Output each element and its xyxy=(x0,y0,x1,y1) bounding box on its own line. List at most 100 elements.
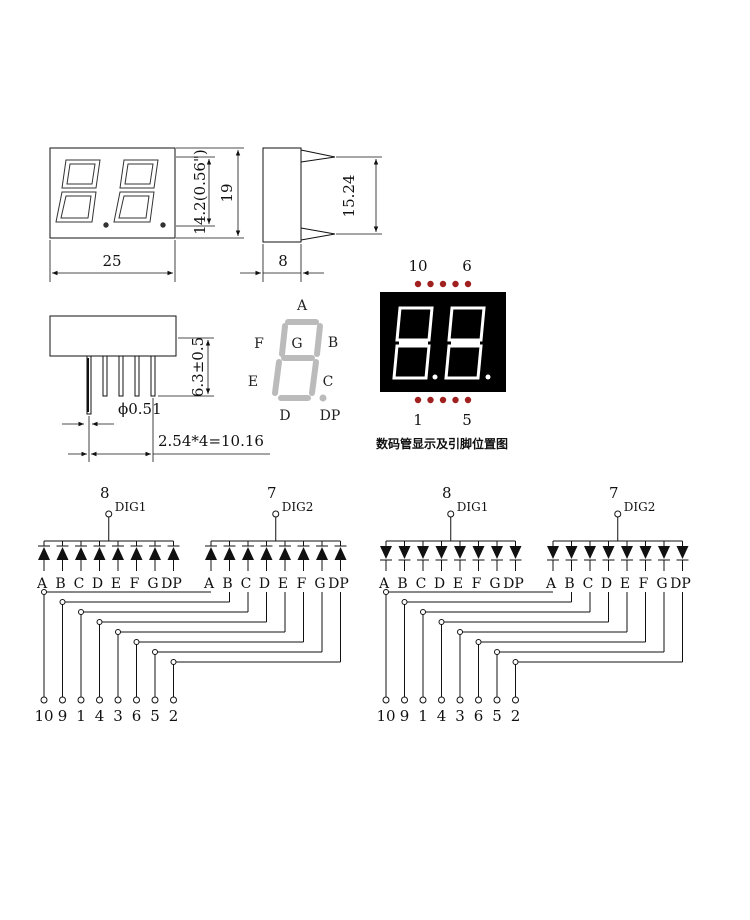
segment-label-d: D xyxy=(259,576,270,592)
side-body-outline xyxy=(262,147,302,243)
diode-dig1-b xyxy=(398,546,411,559)
display-preview: 10 6 1 5 数码管显示及引脚位置图 xyxy=(376,257,508,451)
digit-height-dimension: 14.2(0.56") xyxy=(191,149,209,234)
pin-terminal xyxy=(170,696,177,704)
front-digit-outlines xyxy=(55,159,166,228)
pin-number: 3 xyxy=(113,707,123,725)
pin-terminal xyxy=(456,696,464,704)
diode-dig1-d xyxy=(435,546,448,559)
segment-label-d: D xyxy=(279,408,290,424)
pin-number: 1 xyxy=(418,707,428,725)
segment-label-e: E xyxy=(620,576,630,592)
top-pin-10: 10 xyxy=(408,257,427,275)
pin-number: 1 xyxy=(76,707,86,725)
diode-dig1-f xyxy=(130,547,143,560)
segment-diagram: A B C D E F G DP xyxy=(248,298,340,424)
segment-label-g: G xyxy=(656,576,667,592)
segment-label-f: F xyxy=(297,576,307,592)
diode-dig2-c xyxy=(584,546,596,559)
diode-dig2-dp xyxy=(334,547,347,560)
dig1-pin-number: 8 xyxy=(442,484,452,502)
segment-label-dp: DP xyxy=(670,576,691,592)
pin-span-dimension: 15.24 xyxy=(340,175,358,218)
pin-number: 4 xyxy=(95,707,105,725)
segment-label-f: F xyxy=(254,336,264,352)
segment-label-d: D xyxy=(92,576,103,592)
diode-dig1-a xyxy=(38,547,50,560)
top-pin-dots xyxy=(414,280,472,288)
diode-dig1-d xyxy=(93,547,106,560)
segment-label-b: B xyxy=(564,576,574,592)
diode-dig2-f xyxy=(297,547,310,560)
diode-dig2-dp xyxy=(676,546,689,559)
pin-terminal xyxy=(493,696,501,704)
bottom-view: 6.3±0.5 ϕ0.51 2.54*4=10.16 xyxy=(49,315,270,462)
segment-label-a: A xyxy=(378,576,390,592)
diode-dig2-c xyxy=(242,547,254,560)
pin-number: 2 xyxy=(169,707,179,725)
dig2-terminal xyxy=(614,510,622,518)
pin-number: 10 xyxy=(376,707,395,725)
width-dimension: 25 xyxy=(102,252,121,270)
diode-dig2-g xyxy=(658,546,670,559)
segment-label-e: E xyxy=(453,576,463,592)
segment-label-dp: DP xyxy=(320,408,341,424)
segment-label-f: F xyxy=(639,576,649,592)
bottom-pin-dots xyxy=(414,396,472,404)
pin-number: 5 xyxy=(150,707,160,725)
front-view: 25 14.2(0.56") 19 xyxy=(49,147,244,282)
pin-number: 10 xyxy=(34,707,53,725)
pin-number: 9 xyxy=(58,707,68,725)
depth-dimension: 8 xyxy=(278,252,288,270)
diode-dig1-g xyxy=(149,547,161,560)
pin-terminal xyxy=(512,696,519,704)
pin-dot xyxy=(439,280,447,288)
diode-dig1-g xyxy=(491,546,503,559)
segment-label-f: F xyxy=(130,576,140,592)
pin-terminal xyxy=(382,696,390,704)
display-caption: 数码管显示及引脚位置图 xyxy=(376,436,508,451)
segment-label-dp: DP xyxy=(328,576,349,592)
pin-terminal xyxy=(475,696,482,704)
pin-dot xyxy=(414,396,422,404)
segment-label-a: A xyxy=(296,298,308,314)
bottom-body-outline xyxy=(49,315,177,357)
pin-number: 6 xyxy=(132,707,142,725)
pin-terminal xyxy=(96,696,103,704)
pin-dot xyxy=(427,280,434,288)
diode-dig1-c xyxy=(417,546,429,559)
pin-number: 9 xyxy=(400,707,410,725)
segment-label-d: D xyxy=(434,576,445,592)
segment-label-b: B xyxy=(222,576,232,592)
diode-dig2-d xyxy=(260,547,273,560)
pin-number: 2 xyxy=(511,707,521,725)
pin-terminal xyxy=(133,696,140,704)
pin-diameter-dimension: ϕ0.51 xyxy=(118,400,162,418)
pin-number: 4 xyxy=(437,707,447,725)
dig2-label: DIG2 xyxy=(282,500,314,514)
pin-dot xyxy=(452,280,459,288)
pin-terminal xyxy=(59,696,66,704)
diode-dig1-dp xyxy=(509,546,522,559)
diode-dig1-dp xyxy=(167,547,180,560)
segment-label-g: G xyxy=(147,576,158,592)
segment-label-c: C xyxy=(416,576,427,592)
pin-dot xyxy=(464,280,472,288)
dig2-pin-number: 7 xyxy=(609,484,619,502)
front-body-outline xyxy=(49,147,176,239)
display-digits xyxy=(392,306,486,380)
diode-dig1-a xyxy=(380,546,392,559)
segment-label-c: C xyxy=(74,576,85,592)
diode-dig2-a xyxy=(547,546,559,559)
segment-label-dp: DP xyxy=(161,576,182,592)
segment-label-g: G xyxy=(291,336,302,352)
bottom-pin-1: 1 xyxy=(413,411,423,429)
dig2-pin-number: 7 xyxy=(267,484,277,502)
pins xyxy=(86,355,156,415)
pin-terminal xyxy=(114,696,122,704)
segment-label-c: C xyxy=(241,576,252,592)
segment-label-a: A xyxy=(36,576,48,592)
segment-label-a: A xyxy=(203,576,215,592)
